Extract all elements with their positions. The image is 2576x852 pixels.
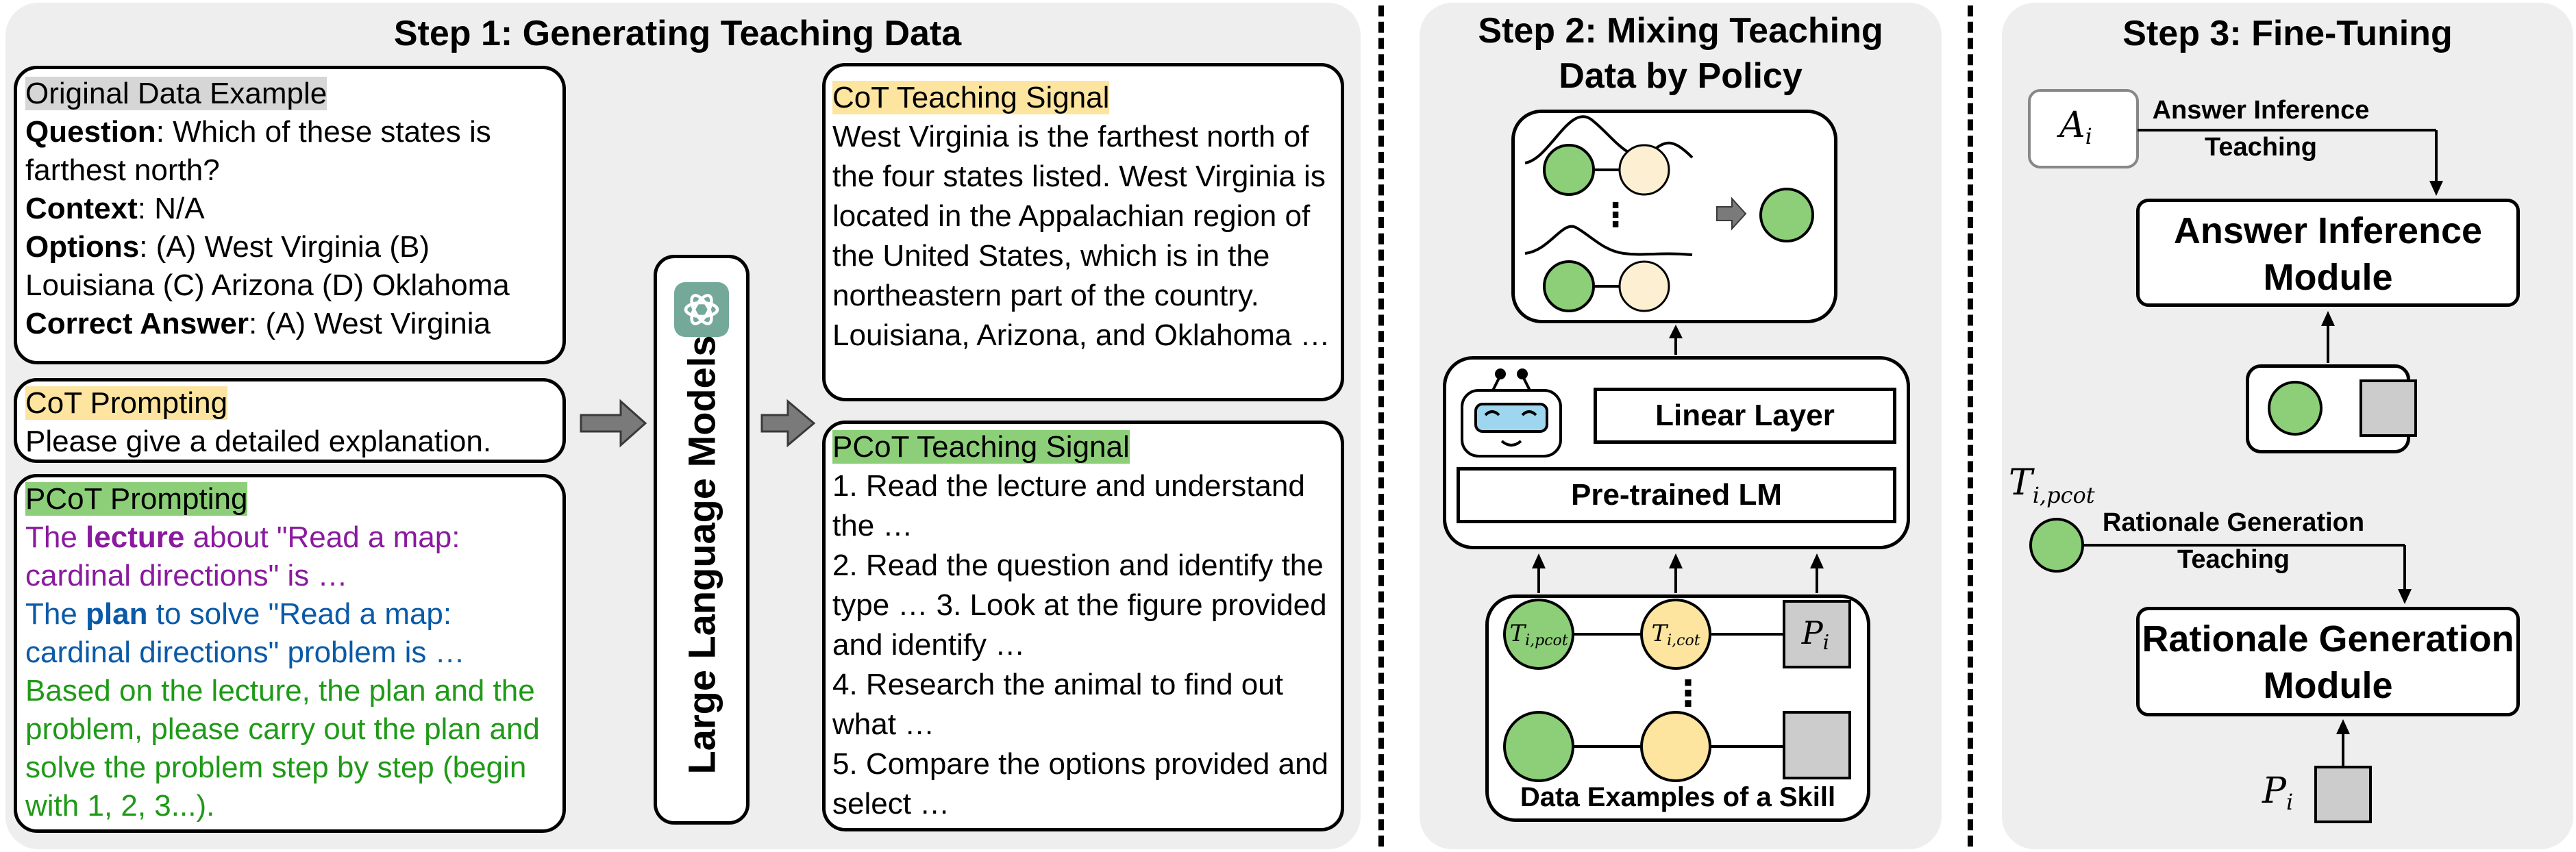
rationale-teaching-label: Rationale Generation Teaching (2083, 504, 2384, 578)
arrow-p-to-rationale (2336, 719, 2350, 734)
lecture-prompt: The lecture about "Read a map: cardinal … (25, 518, 554, 595)
t-i-pcot-node (2029, 518, 2084, 573)
rationale-module-line2: Module (2263, 665, 2393, 706)
pair-gray-square (2360, 379, 2417, 437)
original-data-box: Original Data Example Question: Which of… (14, 66, 566, 364)
instruction-prompt: Based on the lecture, the plan and the p… (25, 674, 540, 823)
chatgpt-icon (674, 282, 729, 337)
answer-text: : (A) West Virginia (249, 307, 491, 340)
pcot-step-2: 2. Read the question and identify the ty… (832, 549, 1327, 662)
arrow-to-rationale-module (2398, 589, 2412, 604)
robot-icon (1461, 368, 1562, 458)
data-ellipsis: ⋮ (1670, 673, 1706, 714)
lecture-bold: lecture (86, 521, 185, 554)
pretrained-lm-label: Pre-trained LM (1570, 478, 1783, 512)
cot-signal-box: CoT Teaching Signal West Virginia is the… (822, 63, 1344, 401)
pcot-step-4: 5. Compare the options provided and sele… (832, 747, 1329, 820)
cot-signal-header: CoT Teaching Signal (832, 81, 1110, 114)
node-green-selected (1759, 188, 1814, 242)
node-yellow-top-1 (1618, 144, 1670, 196)
step1-title: Step 1: Generating Teaching Data (393, 14, 962, 53)
label-p-i: Pi (1801, 614, 1830, 655)
separator-2 (1968, 5, 1973, 847)
distribution-curve-2 (1524, 225, 1693, 256)
plan-bold: plan (86, 597, 148, 631)
lecture-pre: The (25, 521, 86, 554)
node-p-i (1783, 600, 1851, 668)
plan-post: to solve "Read a map: cardinal direction… (25, 597, 465, 669)
policy-select-arrow (1716, 197, 1747, 231)
question-label: Question (25, 115, 156, 149)
plan-pre: The (25, 597, 86, 631)
t-i-pcot-label: Ti,pcot (2009, 462, 2095, 508)
answer-module-line2: Module (2263, 257, 2393, 298)
step2-title: Step 2: Mixing Teaching Data by Policy (1420, 8, 1942, 99)
node-gray-bottom (1783, 711, 1851, 779)
node-green-top-2 (1543, 260, 1595, 312)
step2-title-line1: Step 2: Mixing Teaching (1478, 11, 1883, 51)
options-text: : (A) West Virginia (B) Louisiana (C) Ar… (25, 230, 510, 302)
separator-1 (1378, 5, 1384, 847)
node-yellow-top-2 (1618, 260, 1670, 312)
answer-teaching-line1: Answer Inference (2152, 96, 2370, 125)
node-yellow-bottom (1640, 711, 1711, 782)
step3-title: Step 3: Fine-Tuning (2122, 14, 2453, 53)
pair-green-node (2268, 381, 2323, 436)
plan-prompt: The plan to solve "Read a map: cardinal … (25, 595, 554, 672)
linear-layer-label: Linear Layer (1655, 399, 1835, 432)
answer-label: Correct Answer (25, 307, 249, 340)
arrow-to-llm (580, 399, 647, 448)
arrow-from-llm (760, 399, 816, 448)
cot-prompting-box: CoT Prompting Please give a detailed exp… (14, 378, 566, 463)
cot-prompting-header: CoT Prompting (25, 386, 228, 420)
context-label: Context (25, 192, 138, 225)
linear-layer-box: Linear Layer (1594, 388, 1896, 444)
pretrained-lm-box: Pre-trained LM (1457, 467, 1896, 523)
node-t-pcot (1503, 599, 1574, 670)
node-green-top-1 (1543, 144, 1595, 196)
llm-box (654, 255, 750, 825)
original-data-header: Original Data Example (25, 77, 327, 110)
pcot-step-3: 4. Research the animal to find out what … (832, 668, 1283, 741)
answer-teaching-line2: Teaching (2205, 133, 2317, 162)
rationale-module-line1: Rationale Generation (2142, 618, 2514, 660)
node-green-bottom (1503, 711, 1574, 782)
rationale-module: Rationale Generation Module (2136, 607, 2520, 716)
answer-teaching-label: Answer Inference Teaching (2144, 92, 2377, 166)
p-i-square (2314, 766, 2372, 823)
context-text: : N/A (137, 192, 205, 225)
rationale-teaching-line2: Teaching (2177, 545, 2290, 574)
pcot-signal-box: PCoT Teaching Signal 1. Read the lecture… (822, 421, 1344, 831)
rationale-teaching-line1: Rationale Generation (2102, 508, 2365, 537)
node-t-cot (1640, 599, 1711, 670)
lecture-post: about "Read a map: cardinal directions" … (25, 521, 460, 592)
cot-signal-text: West Virginia is the farthest north of t… (832, 120, 1330, 352)
p-i-label: Pi (2262, 770, 2293, 815)
question-text: : Which of these states is farthest nort… (25, 115, 491, 187)
options-label: Options (25, 230, 140, 264)
distribution-curve-1 (1524, 115, 1694, 164)
pcot-step-1: 1. Read the lecture and understand the … (832, 469, 1305, 542)
pcot-prompting-box: PCoT Prompting The lecture about "Read a… (14, 474, 566, 833)
pcot-signal-header: PCoT Teaching Signal (832, 430, 1130, 464)
policy-ellipsis: ⋮ (1599, 196, 1632, 234)
answer-module: Answer Inference Module (2136, 199, 2520, 307)
step2-title-line2: Data by Policy (1559, 56, 1803, 96)
arrow-to-answer-module (2429, 181, 2443, 196)
cot-prompting-text: Please give a detailed explanation. (25, 425, 492, 458)
answer-module-line1: Answer Inference (2173, 210, 2483, 251)
pcot-prompting-header: PCoT Prompting (25, 482, 248, 516)
arrow-pair-to-answer (2321, 311, 2335, 326)
data-examples-label: Data Examples of a Skill (1520, 782, 1836, 812)
